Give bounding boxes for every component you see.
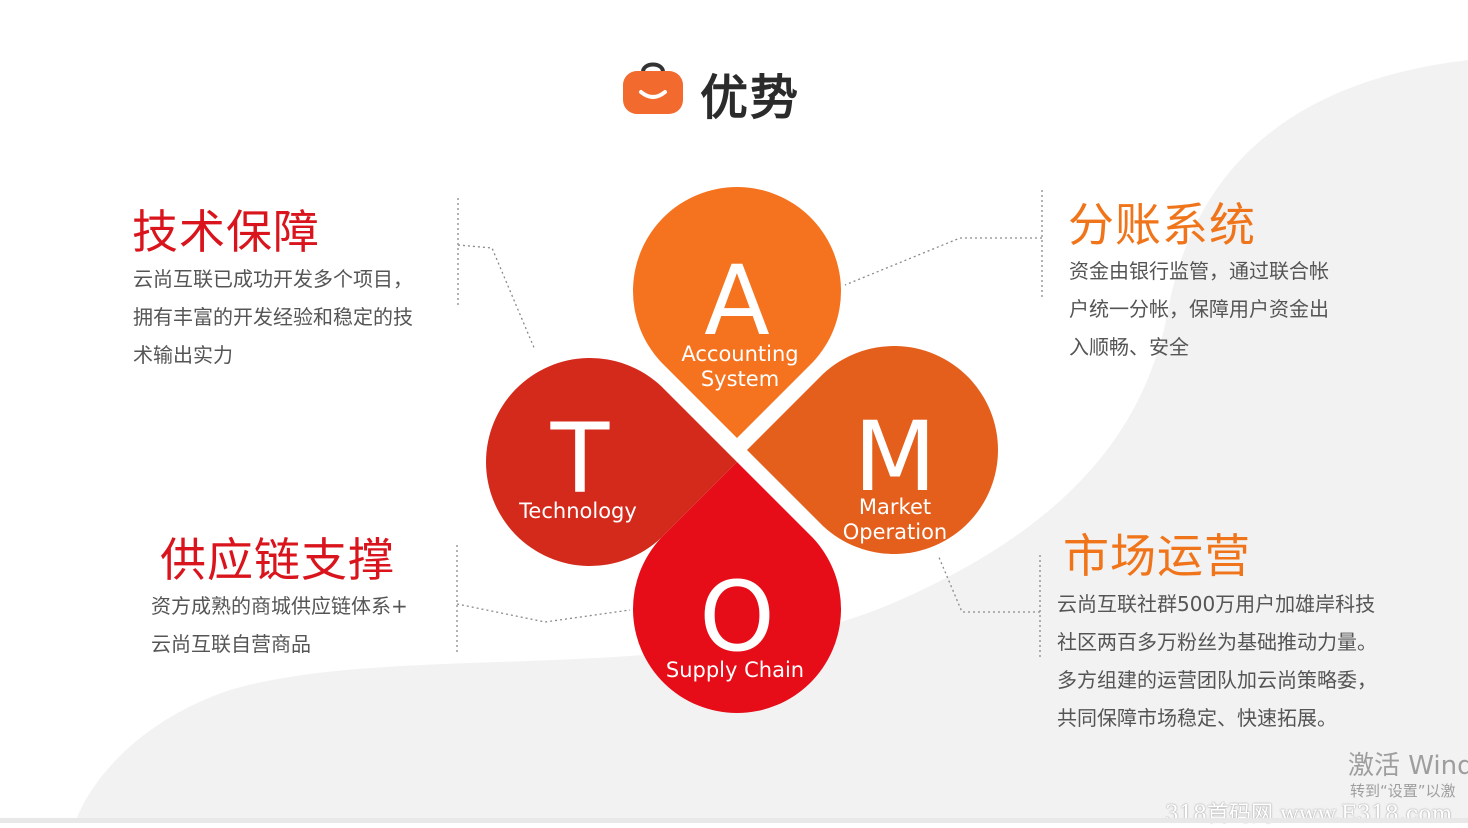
petal-accounting	[633, 187, 841, 438]
body-account: 资金由银行监管，通过联合帐 户统一分帐，保障用户资金出 入顺畅、安全	[1069, 259, 1329, 359]
site-watermark: 318首码网 www.E318.com	[1165, 802, 1453, 827]
petal-label-a-line2: System	[701, 367, 779, 391]
petal-label-o: Supply Chain	[666, 658, 804, 682]
petal-label-m-line1: Market	[859, 495, 931, 519]
petal-market	[747, 346, 998, 554]
activate-windows-watermark: 激活 Wind	[1348, 751, 1468, 781]
shopping-bag-logo-icon	[623, 62, 683, 114]
heading-market: 市场运营	[1063, 529, 1251, 583]
heading-tech: 技术保障	[132, 205, 320, 259]
petal-label-a-line1: Accounting	[681, 342, 798, 366]
body-market: 云尚互联社群500万用户加雄岸科技 社区两百多万粉丝为基础推动力量。 多方组建的…	[1057, 592, 1377, 730]
petal-letter-t: T	[550, 403, 610, 515]
petal-technology	[486, 358, 737, 566]
petal-letter-m: M	[854, 401, 937, 513]
heading-supply: 供应链支撑	[160, 533, 395, 587]
body-tech: 云尚互联已成功开发多个项目， 拥有丰富的开发经验和稳定的技 术输出实力	[133, 267, 413, 367]
petal-letter-a: A	[704, 245, 770, 357]
activate-settings-watermark: 转到“设置”以激	[1350, 782, 1456, 800]
heading-account: 分账系统	[1068, 198, 1256, 252]
petal-label-t: Technology	[518, 499, 637, 523]
petal-letter-o: O	[699, 561, 775, 673]
page-title: 优势	[700, 70, 801, 126]
bottom-border	[0, 818, 1468, 823]
body-supply: 资方成熟的商城供应链体系+ 云尚互联自营商品	[151, 594, 408, 656]
petal-label-m-line2: Operation	[843, 520, 948, 544]
petal-supply-chain	[633, 462, 841, 713]
